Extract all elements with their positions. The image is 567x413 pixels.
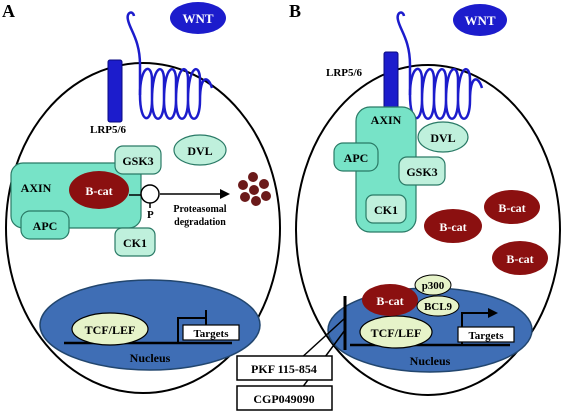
ck1-label-b: CK1 <box>374 203 398 217</box>
apc-b <box>333 142 379 172</box>
destruction-complex-a: AXIN APC B-cat <box>10 162 142 240</box>
dvl-a <box>173 134 227 166</box>
tcf-lef-label-b: TCF/LEF <box>371 326 422 340</box>
phosphate-circle-a <box>140 184 160 204</box>
lrp5-6-label-b: LRP5/6 <box>326 67 363 79</box>
nucleus-label-b: Nucleus <box>410 354 451 368</box>
inhibitor-cgp-box <box>236 385 333 411</box>
wnt-label-b: WNT <box>464 13 495 28</box>
wnt-ligand-b <box>453 4 507 36</box>
b-cat-free-2-b <box>484 190 540 224</box>
degradation-label-line2-a: degradation <box>174 217 226 228</box>
apc-label-a: APC <box>33 219 58 233</box>
dvl-label-a: DVL <box>187 144 212 158</box>
ck1-label-a: CK1 <box>123 236 147 250</box>
p300-label-b: p300 <box>422 280 445 292</box>
ck1-b <box>365 194 407 224</box>
targets-label-a: Targets <box>193 328 229 340</box>
nucleus-b: Nucleus Targets TCF/LEF B-cat p300 BCL9 <box>327 274 533 373</box>
targets-label-b: Targets <box>468 330 504 342</box>
dvl-label-b: DVL <box>430 131 455 145</box>
nucleus-a: Nucleus Targets TCF/LEF <box>39 279 261 371</box>
tcf-lef-b <box>359 315 433 349</box>
wnt-label-a: WNT <box>182 11 213 26</box>
b-cat-nuclear-label-b: B-cat <box>376 294 403 308</box>
p300-b <box>414 274 452 296</box>
gsk3-label-b: GSK3 <box>406 165 437 179</box>
inhibitor-line-1-b <box>298 317 346 361</box>
b-cat-free-3-label-b: B-cat <box>506 252 533 266</box>
bcl9-b <box>416 295 460 317</box>
b-cat-nuclear-b <box>362 284 418 316</box>
inhibitor-pkf-box <box>236 355 333 381</box>
b-cat-free-2-label-b: B-cat <box>498 201 525 215</box>
phosphate-label-a: P <box>147 209 154 221</box>
frizzled-receptor-a <box>126 11 214 120</box>
b-cat-free-3-b <box>492 241 548 275</box>
targets-box-b <box>457 326 515 343</box>
nucleus-body-a <box>39 279 261 371</box>
panel-b-label: B <box>289 1 301 21</box>
degradation-label-line1-a: Proteasomal <box>173 204 226 215</box>
bcl9-label-b: BCL9 <box>424 301 453 313</box>
gsk3-label-a: GSK3 <box>122 154 153 168</box>
b-cat-free-1-label-b: B-cat <box>439 220 466 234</box>
apc-label-b: APC <box>344 151 369 165</box>
b-cat-a <box>69 171 129 209</box>
recruited-complex-b: AXIN APC DVL GSK3 CK1 <box>333 106 469 233</box>
inhibitor-cgp-label: CGP049090 <box>253 392 314 406</box>
inhibitor-pkf-label: PKF 115-854 <box>251 362 317 376</box>
b-cat-label-a: B-cat <box>85 184 112 198</box>
gsk3-b <box>398 156 446 186</box>
ck1-a <box>114 227 156 257</box>
panel-a-label: A <box>2 1 15 21</box>
dvl-b <box>417 121 469 153</box>
targets-box-a <box>182 324 240 341</box>
degraded-fragments-a <box>238 172 271 206</box>
wnt-ligand-a <box>170 2 226 34</box>
lrp5-6-receptor-a <box>107 59 123 123</box>
panel-b: B Nucleus Targets TCF/LEF B-cat p300 BCL… <box>236 1 561 411</box>
axin-label-a: AXIN <box>21 181 52 195</box>
nucleus-label-a: Nucleus <box>130 351 171 365</box>
panel-a: A Nucleus Targets TCF/LEF LRP5/6 <box>2 1 281 394</box>
apc-a <box>20 210 70 240</box>
b-cat-free-1-b <box>424 209 482 243</box>
tcf-lef-label-a: TCF/LEF <box>85 323 136 337</box>
transcription-off-line-a <box>177 317 206 343</box>
gsk3-a <box>114 145 162 175</box>
lrp5-6-label-a: LRP5/6 <box>90 124 127 136</box>
tcf-lef-a <box>71 312 149 346</box>
axin-label-b: AXIN <box>371 113 402 127</box>
lrp5-6-receptor-b <box>383 51 399 115</box>
